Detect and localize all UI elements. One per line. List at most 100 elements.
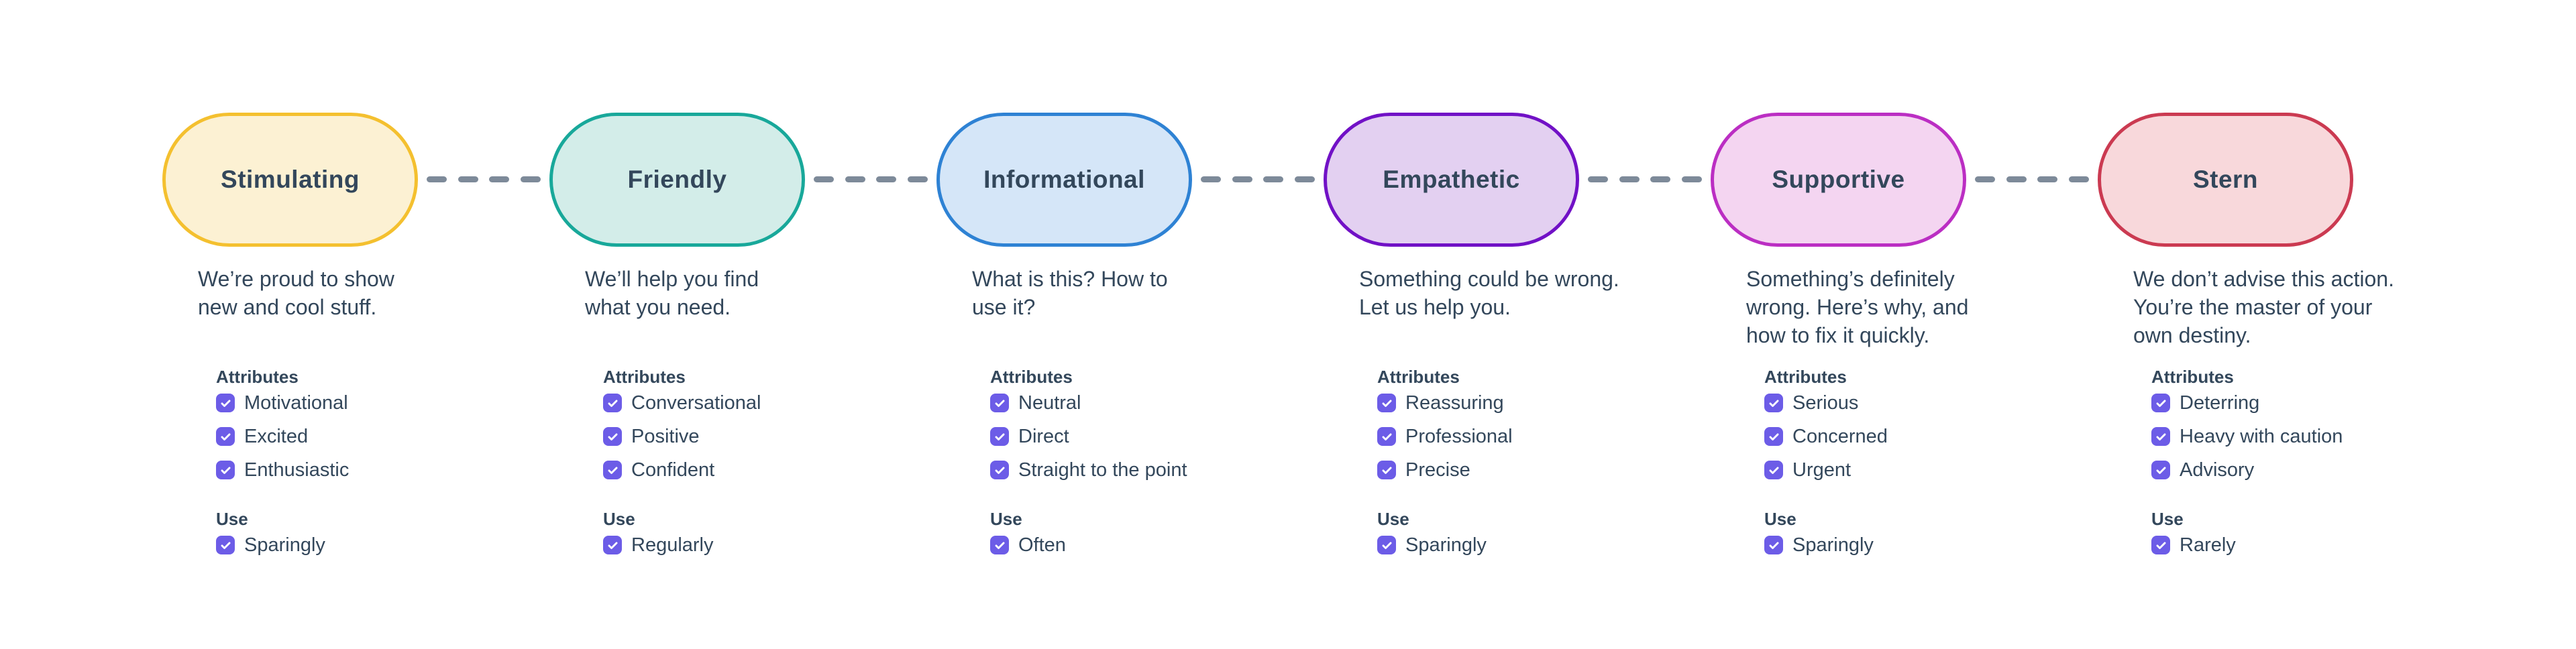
- checkbox-item[interactable]: Sparingly: [1377, 528, 1711, 562]
- dash-segment: [1650, 176, 1671, 182]
- tone-columns-row: Stimulating We’re proud to show new and …: [162, 113, 2485, 562]
- checkbox-checked-icon[interactable]: [216, 536, 235, 554]
- use-section: Use Regularly: [603, 509, 936, 562]
- checkbox-checked-icon[interactable]: [603, 536, 622, 554]
- dash-segment: [1263, 176, 1284, 182]
- checkbox-checked-icon[interactable]: [1764, 536, 1783, 554]
- checkbox-item[interactable]: Rarely: [2151, 528, 2485, 562]
- checkbox-checked-icon[interactable]: [990, 536, 1009, 554]
- tone-node-label: Empathetic: [1383, 166, 1520, 193]
- tone-description: We’re proud to show new and cool stuff.: [198, 267, 394, 319]
- checkbox-checked-icon[interactable]: [1764, 461, 1783, 479]
- checkbox-checked-icon[interactable]: [1764, 427, 1783, 446]
- dash-segment: [1201, 176, 1221, 182]
- checkbox-item[interactable]: Professional: [1377, 420, 1711, 453]
- checkbox-item-label: Conversational: [631, 392, 761, 414]
- checkbox-item[interactable]: Reassuring: [1377, 386, 1711, 420]
- checkbox-item[interactable]: Advisory: [2151, 453, 2485, 487]
- attributes-heading: Attributes: [1377, 366, 1460, 387]
- tone-node-friendly[interactable]: Friendly: [549, 113, 805, 247]
- tone-node-empathetic[interactable]: Empathetic: [1324, 113, 1579, 247]
- checkbox-item[interactable]: Direct: [990, 420, 1324, 453]
- checkbox-checked-icon[interactable]: [216, 427, 235, 446]
- dash-segment: [2037, 176, 2058, 182]
- checkbox-checked-icon[interactable]: [2151, 394, 2170, 412]
- checkbox-checked-icon[interactable]: [990, 394, 1009, 412]
- checkbox-checked-icon[interactable]: [603, 427, 622, 446]
- tone-description: Something’s definitely wrong. Here’s why…: [1746, 267, 1969, 347]
- tone-node-informational[interactable]: Informational: [936, 113, 1192, 247]
- checkbox-item[interactable]: Positive: [603, 420, 936, 453]
- checkbox-item[interactable]: Neutral: [990, 386, 1324, 420]
- attributes-heading: Attributes: [216, 366, 299, 387]
- checkbox-item[interactable]: Serious: [1764, 386, 2098, 420]
- checkbox-item[interactable]: Straight to the point: [990, 453, 1324, 487]
- dash-segment: [427, 176, 447, 182]
- tone-column: Empathetic Something could be wrong. Let…: [1324, 113, 1711, 562]
- checkbox-item[interactable]: Regularly: [603, 528, 936, 562]
- dash-segment: [814, 176, 834, 182]
- attributes-list: Motivational Excited Enthusiastic: [216, 386, 549, 487]
- tone-node-label: Supportive: [1772, 166, 1905, 193]
- checkbox-checked-icon[interactable]: [1764, 394, 1783, 412]
- checkbox-item-label: Positive: [631, 425, 700, 447]
- checkbox-item-label: Enthusiastic: [244, 459, 350, 481]
- dash-segment: [1681, 176, 1702, 182]
- tone-node-supportive[interactable]: Supportive: [1711, 113, 1966, 247]
- checkbox-checked-icon[interactable]: [1377, 536, 1396, 554]
- tone-pill-wrap: Stern: [2098, 113, 2353, 247]
- tone-description: We’ll help you find what you need.: [585, 267, 759, 319]
- attributes-section: Attributes Reassuring Professional Preci…: [1377, 367, 1711, 487]
- checkbox-checked-icon[interactable]: [1377, 461, 1396, 479]
- attributes-list: Reassuring Professional Precise: [1377, 386, 1711, 487]
- checkbox-item[interactable]: Concerned: [1764, 420, 2098, 453]
- connector-dashed-line: [1975, 176, 2089, 182]
- dash-segment: [520, 176, 541, 182]
- use-section: Use Sparingly: [216, 509, 549, 562]
- dash-segment: [458, 176, 478, 182]
- use-section: Use Often: [990, 509, 1324, 562]
- dash-segment: [1588, 176, 1608, 182]
- use-section: Use Sparingly: [1377, 509, 1711, 562]
- checkbox-item-label: Precise: [1405, 459, 1470, 481]
- checkbox-checked-icon[interactable]: [603, 394, 622, 412]
- checkbox-item[interactable]: Heavy with caution: [2151, 420, 2485, 453]
- dash-segment: [489, 176, 510, 182]
- checkbox-item[interactable]: Motivational: [216, 386, 549, 420]
- checkbox-checked-icon[interactable]: [1377, 394, 1396, 412]
- checkbox-item[interactable]: Enthusiastic: [216, 453, 549, 487]
- checkbox-checked-icon[interactable]: [990, 427, 1009, 446]
- checkbox-checked-icon[interactable]: [2151, 427, 2170, 446]
- checkbox-checked-icon[interactable]: [1377, 427, 1396, 446]
- attributes-heading: Attributes: [1764, 366, 1847, 387]
- checkbox-checked-icon[interactable]: [2151, 461, 2170, 479]
- checkbox-item-label: Sparingly: [1792, 534, 1874, 556]
- tone-node-label: Stimulating: [221, 166, 360, 193]
- checkbox-item[interactable]: Confident: [603, 453, 936, 487]
- checkbox-item-label: Regularly: [631, 534, 714, 556]
- tone-node-stern[interactable]: Stern: [2098, 113, 2353, 247]
- checkbox-item[interactable]: Urgent: [1764, 453, 2098, 487]
- checkbox-item[interactable]: Deterring: [2151, 386, 2485, 420]
- attributes-list: Deterring Heavy with caution Advisory: [2151, 386, 2485, 487]
- connector-dashed-line: [427, 176, 541, 182]
- checkbox-item-label: Rarely: [2180, 534, 2236, 556]
- checkbox-item[interactable]: Often: [990, 528, 1324, 562]
- checkbox-checked-icon[interactable]: [603, 461, 622, 479]
- tone-node-stimulating[interactable]: Stimulating: [162, 113, 418, 247]
- dash-segment: [1975, 176, 1995, 182]
- checkbox-item[interactable]: Conversational: [603, 386, 936, 420]
- checkbox-item[interactable]: Excited: [216, 420, 549, 453]
- checkbox-item[interactable]: Sparingly: [216, 528, 549, 562]
- checkbox-item-label: Neutral: [1018, 392, 1081, 414]
- checkbox-checked-icon[interactable]: [216, 461, 235, 479]
- checkbox-checked-icon[interactable]: [2151, 536, 2170, 554]
- checkbox-item[interactable]: Sparingly: [1764, 528, 2098, 562]
- checkbox-checked-icon[interactable]: [990, 461, 1009, 479]
- tone-pill-wrap: Friendly: [549, 113, 928, 247]
- use-heading: Use: [1764, 508, 1796, 529]
- use-list: Regularly: [603, 528, 936, 562]
- checkbox-checked-icon[interactable]: [216, 394, 235, 412]
- checkbox-item[interactable]: Precise: [1377, 453, 1711, 487]
